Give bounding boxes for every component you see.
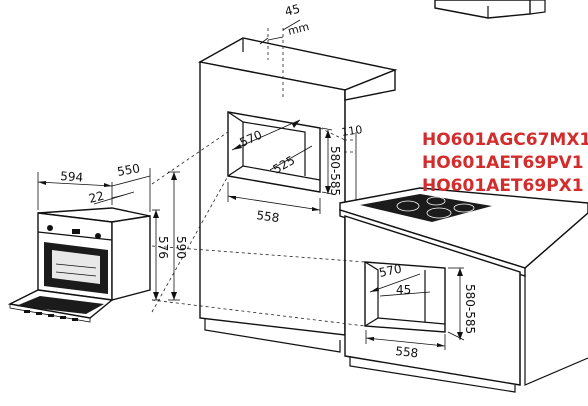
lower-niche-height-label: 580-585: [463, 284, 477, 334]
oven-appliance: [7, 207, 151, 323]
top-gap-unit: mm: [287, 20, 311, 38]
lower-niche-depth-label: 570: [378, 261, 403, 279]
upper-niche-height-label: 580-585: [328, 146, 342, 196]
rear-offset-label: 110: [341, 123, 364, 139]
model-code-3: HO601AET69PX1: [422, 176, 584, 196]
top-gap-value: 45: [283, 2, 301, 19]
top-cabinet-fragment: [434, 0, 546, 19]
top-clearance-dimension: 45 mm: [259, 2, 311, 100]
oven-inner-height-label: 576: [156, 236, 170, 259]
cooktop: [360, 194, 492, 222]
lower-niche-gap-label: 45: [396, 283, 411, 297]
model-list: HO601AGC67MX1 HO601AET69PV1 HO601AET69PX…: [422, 130, 588, 196]
oven-width-label: 594: [60, 169, 84, 185]
oven-depth-label: 550: [116, 161, 141, 179]
projection-lines: [151, 127, 366, 327]
oven-outer-height-label: 590: [174, 236, 188, 259]
lower-niche: [364, 261, 446, 333]
oven-dimensions: 594 550 22 576 590: [37, 161, 188, 301]
oven-front-panel-label: 22: [87, 189, 105, 206]
upper-niche: [227, 111, 321, 193]
model-code-1: HO601AGC67MX1: [422, 130, 588, 150]
model-code-2: HO601AET69PV1: [422, 153, 584, 173]
upper-niche-width-label: 558: [256, 208, 281, 225]
lower-niche-width-label: 558: [395, 344, 419, 360]
lower-niche-dimensions: 570 45 558 580-585: [365, 261, 477, 360]
